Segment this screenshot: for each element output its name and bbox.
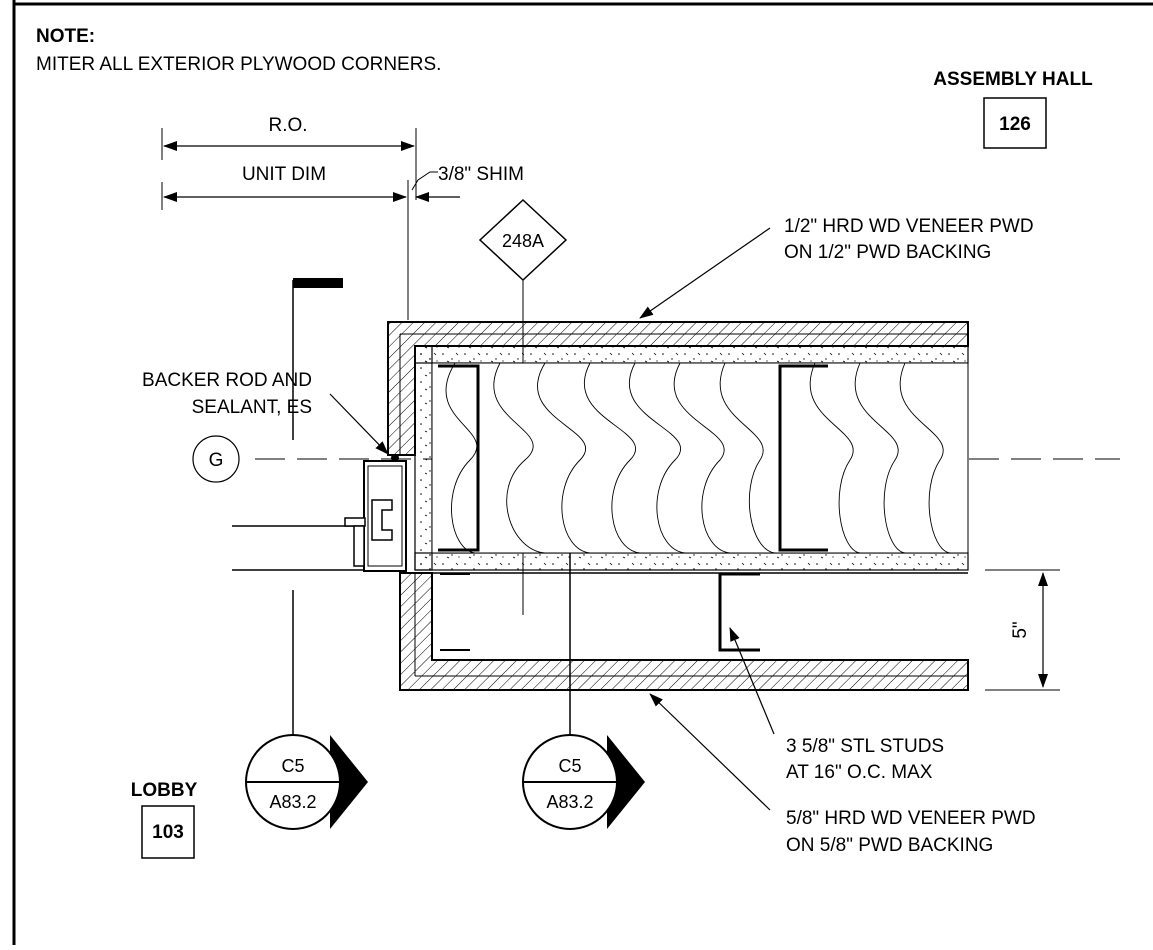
room-name: ASSEMBLY HALL xyxy=(933,69,1093,90)
depth-dimension: 5" xyxy=(985,569,1060,691)
callout-line-1: 3 5/8" STL STUDS xyxy=(786,736,944,757)
wall-type-label: 248A xyxy=(502,231,544,251)
shim-label: 3/8" SHIM xyxy=(438,164,524,185)
window-frame xyxy=(232,454,407,572)
room-number: 126 xyxy=(999,114,1031,135)
depth-label: 5" xyxy=(1010,621,1031,638)
room-tag-lobby: LOBBY 103 xyxy=(131,780,198,859)
section-cut-line-left xyxy=(292,278,343,735)
callout-studs: 3 5/8" STL STUDS AT 16" O.C. MAX xyxy=(729,627,944,783)
callout-bottom-veneer: 5/8" HRD WD VENEER PWD ON 5/8" PWD BACKI… xyxy=(649,693,1036,856)
callout-line-1: 1/2" HRD WD VENEER PWD xyxy=(784,216,1034,237)
grid-bubble-label: G xyxy=(209,450,224,471)
section-marker-middle: C5 A83.2 xyxy=(522,734,645,830)
room-tag-assembly-hall: ASSEMBLY HALL 126 xyxy=(933,69,1093,149)
section-sheet-number: A83.2 xyxy=(269,792,316,812)
room-name: LOBBY xyxy=(131,780,198,801)
callout-line-2: SEALANT, ES xyxy=(192,397,312,418)
callout-line-1: 5/8" HRD WD VENEER PWD xyxy=(786,808,1036,829)
section-sheet-number: A83.2 xyxy=(546,792,593,812)
note-text: MITER ALL EXTERIOR PLYWOOD CORNERS. xyxy=(36,54,441,75)
rough-opening-label: R.O. xyxy=(268,115,307,136)
callout-top-veneer: 1/2" HRD WD VENEER PWD ON 1/2" PWD BACKI… xyxy=(639,216,1034,319)
note-heading: NOTE: xyxy=(36,26,95,47)
sheet-border xyxy=(12,0,1153,945)
unit-dim-dimension: UNIT DIM xyxy=(161,164,409,320)
unit-dim-label: UNIT DIM xyxy=(242,164,326,185)
callout-line-1: BACKER ROD AND xyxy=(142,370,312,391)
callout-line-2: ON 1/2" PWD BACKING xyxy=(784,242,991,263)
shim-dimension: 3/8" SHIM xyxy=(411,164,524,202)
room-number: 103 xyxy=(152,822,184,843)
callout-line-2: AT 16" O.C. MAX xyxy=(786,762,933,783)
section-marker-left: C5 A83.2 xyxy=(245,734,368,830)
callout-backer-rod: BACKER ROD AND SEALANT, ES xyxy=(142,370,389,455)
rough-opening-dimension: R.O. xyxy=(161,115,417,200)
wall-assembly xyxy=(387,321,969,691)
section-detail-number: C5 xyxy=(281,756,304,776)
section-detail-number: C5 xyxy=(558,756,581,776)
callout-line-2: ON 5/8" PWD BACKING xyxy=(786,835,993,856)
